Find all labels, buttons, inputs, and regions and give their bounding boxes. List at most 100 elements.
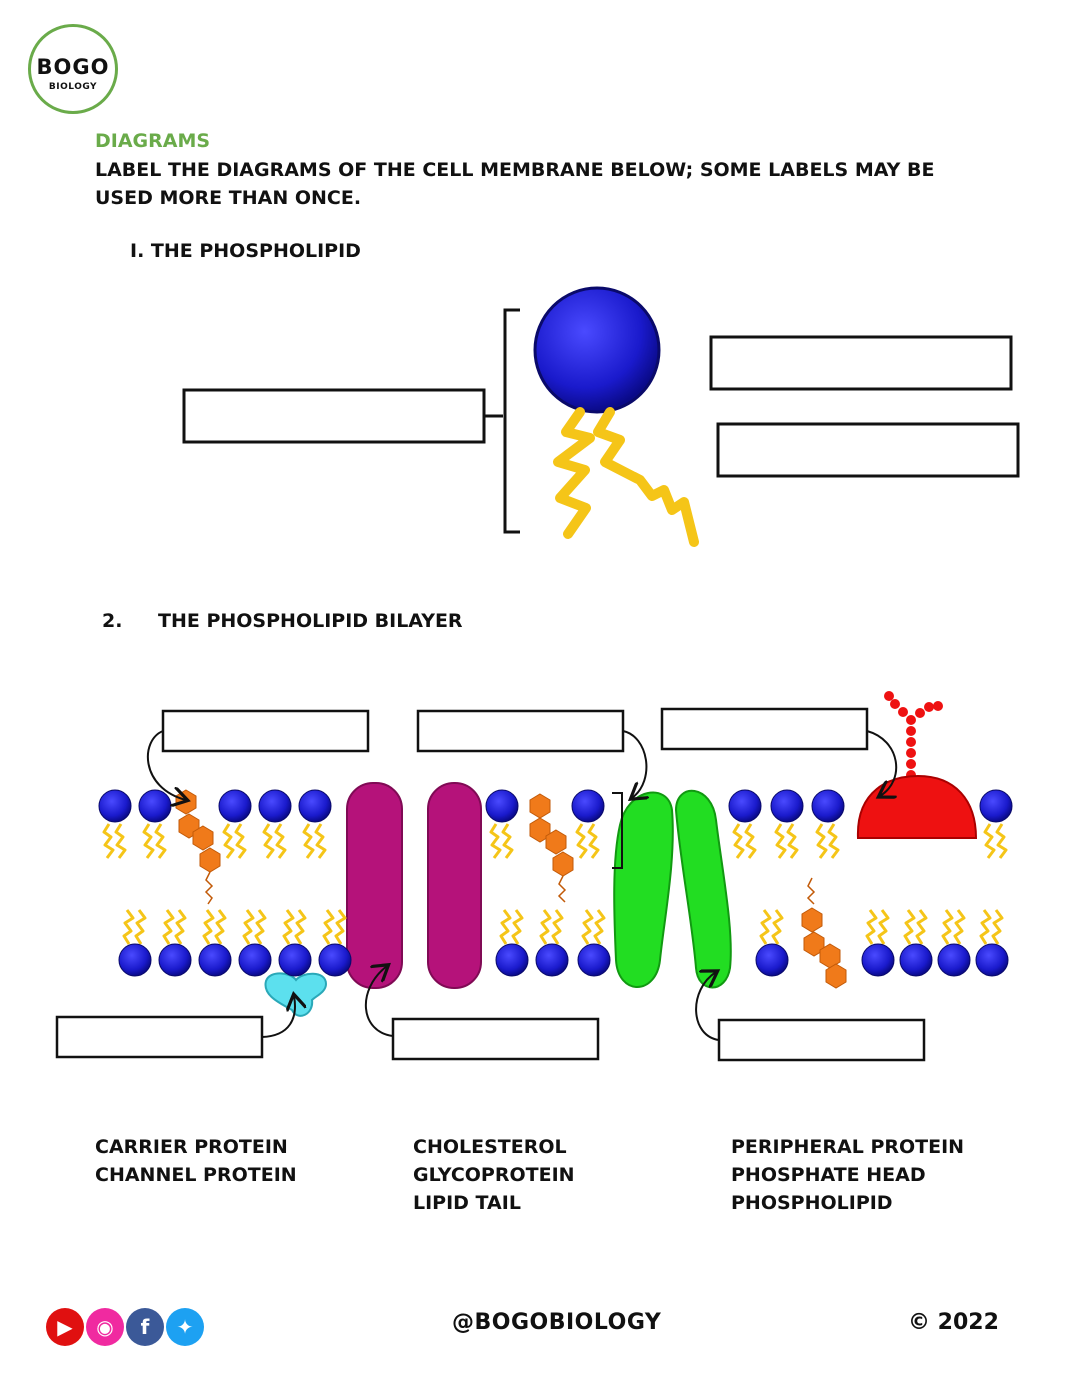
channel-protein-right — [427, 782, 482, 989]
lipid-tail — [294, 909, 307, 945]
word-glycoprotein: GLYCOPROTEIN — [413, 1164, 575, 1186]
word-cholesterol: CHOLESTEROL — [413, 1136, 567, 1158]
lipid-tail — [489, 823, 502, 859]
lipid-tail — [501, 823, 514, 859]
label-box-bilayer-1[interactable] — [161, 709, 370, 753]
word-bank-column-2: CHOLESTEROL GLYCOPROTEIN LIPID TAIL — [413, 1133, 575, 1217]
lipid-tail — [587, 823, 600, 859]
phosphate-head — [238, 943, 272, 977]
phosphate-head — [937, 943, 971, 977]
label-box-bilayer-5[interactable] — [391, 1017, 600, 1061]
lipid-tail — [771, 909, 784, 945]
lipid-tail — [142, 823, 155, 859]
lipid-tail — [953, 909, 966, 945]
instagram-icon[interactable]: ◉ — [86, 1308, 124, 1346]
bottom-leaflet — [118, 909, 1009, 977]
phosphate-head — [770, 789, 804, 823]
lipid-tail — [214, 909, 227, 945]
lipid-tail — [122, 909, 135, 945]
section-title: DIAGRAMS — [95, 130, 211, 152]
lipid-tail — [242, 909, 255, 945]
lipid-tail — [539, 909, 552, 945]
phospholipid-bracket — [503, 308, 520, 534]
lipid-tail — [314, 823, 327, 859]
lipid-tail — [102, 823, 115, 859]
label-box-bilayer-6[interactable] — [717, 1018, 926, 1062]
channel-protein-left — [346, 782, 403, 989]
lipid-tail — [979, 909, 992, 945]
lipid-tail — [759, 909, 772, 945]
cholesterol-2 — [529, 793, 574, 903]
phosphate-head — [577, 943, 611, 977]
cholesterol-1 — [175, 789, 221, 905]
lipid-tail — [815, 823, 828, 859]
facebook-icon[interactable]: f — [126, 1308, 164, 1346]
lipid-tail — [744, 823, 757, 859]
lipid-tail — [991, 909, 1004, 945]
glycoprotein — [856, 774, 978, 839]
part2-number: 2. — [102, 610, 123, 632]
phosphate-head — [811, 789, 845, 823]
lipid-tail — [274, 823, 287, 859]
lipid-tail — [302, 823, 315, 859]
lipid-tail — [983, 823, 996, 859]
word-peripheral-protein: PERIPHERAL PROTEIN — [731, 1136, 965, 1158]
phosphate-head — [198, 943, 232, 977]
instructions: LABEL THE DIAGRAMS OF THE CELL MEMBRANE … — [95, 159, 935, 209]
phosphate-head — [278, 943, 312, 977]
phosphate-head — [755, 943, 789, 977]
footer-copyright: © 2022 — [908, 1310, 999, 1335]
label-arrows — [147, 730, 896, 1041]
phosphate-head — [258, 789, 292, 823]
lipid-tail — [134, 909, 147, 945]
label-box-bilayer-2[interactable] — [416, 709, 625, 753]
lipid-tail — [334, 909, 347, 945]
phosphate-head — [485, 789, 519, 823]
lipid-tail — [254, 909, 267, 945]
lipid-tail — [774, 823, 787, 859]
phosphate-head — [979, 789, 1013, 823]
phospholipid-diagram — [182, 286, 1020, 547]
phosphate-head — [318, 943, 352, 977]
label-box-bilayer-3[interactable] — [660, 707, 869, 751]
phospholipid-bracket-small — [612, 792, 623, 869]
bilayer-diagram — [55, 691, 1013, 1062]
lipid-tail — [786, 823, 799, 859]
label-box-head-tail-group[interactable] — [182, 388, 486, 444]
label-box-lipid-tail[interactable] — [716, 422, 1020, 478]
lipid-tail — [551, 909, 564, 945]
lipid-tail — [114, 823, 127, 859]
part2-title: 2. THE PHOSPHOLIPID BILAYER — [102, 610, 463, 632]
label-box-bilayer-4[interactable] — [55, 1015, 264, 1059]
lipid-tail — [262, 823, 275, 859]
phosphate-head — [975, 943, 1009, 977]
lipid-tail — [154, 823, 167, 859]
lipid-tail — [915, 909, 928, 945]
bogo-biology-logo: BOGO BIOLOGY — [28, 24, 118, 114]
part2-title-text: THE PHOSPHOLIPID BILAYER — [158, 610, 463, 632]
lipid-tail — [202, 909, 215, 945]
word-bank-column-3: PERIPHERAL PROTEIN PHOSPHATE HEAD PHOSPH… — [731, 1133, 964, 1217]
word-lipid-tail: LIPID TAIL — [413, 1192, 521, 1214]
footer-handle[interactable]: @BOGOBIOLOGY — [452, 1310, 662, 1335]
phosphate-head — [728, 789, 762, 823]
lipid-tail — [581, 909, 594, 945]
word-phosphate-head: PHOSPHATE HEAD — [731, 1164, 926, 1186]
lipid-tail — [511, 909, 524, 945]
word-channel-protein: CHANNEL PROTEIN — [95, 1164, 297, 1186]
phosphate-head — [495, 943, 529, 977]
twitter-icon[interactable]: ✦ — [166, 1308, 204, 1346]
lipid-tail — [575, 823, 588, 859]
word-phospholipid: PHOSPHOLIPID — [731, 1192, 893, 1214]
phosphate-head — [899, 943, 933, 977]
carrier-protein-left — [613, 791, 674, 988]
label-box-phosphate-head[interactable] — [709, 335, 1013, 391]
logo-word: BOGO — [36, 55, 110, 79]
lipid-tail — [593, 909, 606, 945]
phosphate-head-large — [533, 286, 661, 414]
phosphate-head — [218, 789, 252, 823]
youtube-icon[interactable]: ▶ — [46, 1308, 84, 1346]
logo-subtitle: BIOLOGY — [48, 82, 98, 92]
phosphate-head — [535, 943, 569, 977]
